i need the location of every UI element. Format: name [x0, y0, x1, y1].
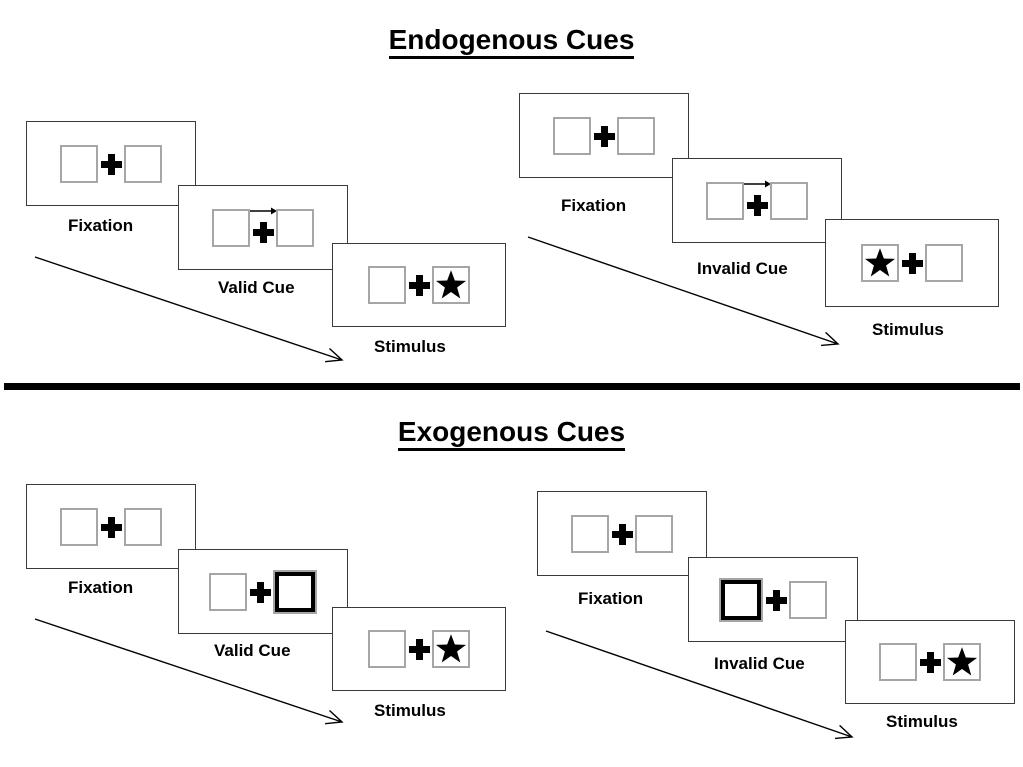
exogenous-title-text: Exogenous Cues: [397, 416, 626, 451]
cued-target-box-left: [719, 577, 763, 622]
exogenous-section-title: Exogenous Cues: [0, 416, 1023, 451]
fixation-cross-icon: [899, 244, 925, 282]
fixation-cross-icon: [763, 581, 789, 619]
panel-caption-exo-invalid-0: Fixation: [578, 589, 644, 608]
trial-panel-endo-invalid-0: [519, 93, 689, 178]
target-box-right: [124, 507, 162, 546]
trial-panel-endo-invalid-2: [825, 219, 999, 307]
star-icon: [864, 248, 896, 277]
fixation-cross-icon: [250, 207, 277, 247]
fixation-cross-icon: [406, 266, 432, 304]
trial-panel-endo-valid-2: [332, 243, 506, 327]
section-divider: [4, 383, 1020, 390]
fixation-cross-icon: [591, 117, 617, 155]
panel-content: [861, 244, 963, 282]
target-box-left: [706, 181, 744, 220]
star-icon: [435, 270, 467, 299]
target-box-right: [635, 514, 673, 553]
panel-caption-exo-invalid-2: Stimulus: [886, 712, 958, 731]
target-box-left: [60, 144, 98, 183]
target-box-left: [861, 244, 899, 282]
trial-panel-exo-valid-2: [332, 607, 506, 691]
panel-content: [209, 569, 317, 614]
panel-content: [706, 180, 808, 220]
panel-caption-endo-valid-2: Stimulus: [374, 337, 446, 356]
target-box-right: [943, 643, 981, 681]
trial-panel-endo-valid-0: [26, 121, 196, 206]
fixation-cross-icon: [917, 643, 943, 681]
panel-caption-exo-valid-2: Stimulus: [374, 701, 446, 720]
endogenous-section-title: Endogenous Cues: [0, 24, 1023, 59]
cue-arrow-right-icon: [744, 180, 771, 187]
panel-caption-exo-valid-0: Fixation: [68, 578, 134, 597]
panel-content: [368, 630, 470, 668]
target-box-right: [124, 144, 162, 183]
fixation-cross-icon: [609, 515, 635, 553]
star-icon: [435, 634, 467, 663]
endogenous-title-text: Endogenous Cues: [388, 24, 635, 59]
target-box-right: [789, 580, 827, 619]
trial-panel-endo-invalid-1: [672, 158, 842, 243]
panel-content: [719, 577, 827, 622]
target-box-left: [553, 116, 591, 155]
panel-content: [60, 144, 162, 183]
panel-content: [60, 507, 162, 546]
trial-panel-endo-valid-1: [178, 185, 348, 270]
panel-content: [368, 266, 470, 304]
panel-caption-endo-valid-1: Valid Cue: [218, 278, 295, 297]
target-box-left: [368, 630, 406, 668]
fixation-cross-icon: [744, 180, 771, 220]
trial-panel-exo-invalid-1: [688, 557, 858, 642]
target-box-left: [209, 572, 247, 611]
cued-target-box-right: [273, 569, 317, 614]
panel-content: [553, 116, 655, 155]
target-box-left: [571, 514, 609, 553]
target-box-right: [276, 208, 314, 247]
fixation-cross-icon: [406, 630, 432, 668]
panel-content: [879, 643, 981, 681]
target-box-right: [617, 116, 655, 155]
panel-content: [571, 514, 673, 553]
panel-caption-exo-valid-1: Valid Cue: [214, 641, 291, 660]
panel-caption-endo-valid-0: Fixation: [68, 216, 134, 235]
target-box-right: [925, 244, 963, 282]
target-box-right: [432, 630, 470, 668]
target-box-left: [60, 507, 98, 546]
trial-panel-exo-valid-1: [178, 549, 348, 634]
star-icon: [946, 647, 978, 676]
fixation-cross-icon: [98, 145, 124, 183]
panel-content: [212, 207, 314, 247]
time-progression-arrow-endo-right: [527, 236, 840, 347]
target-box-right: [432, 266, 470, 304]
trial-panel-exo-invalid-0: [537, 491, 707, 576]
target-box-left: [879, 643, 917, 681]
trial-panel-exo-valid-0: [26, 484, 196, 569]
panel-caption-exo-invalid-1: Invalid Cue: [714, 654, 805, 673]
cue-arrow-right-icon: [250, 207, 277, 214]
target-box-left: [212, 208, 250, 247]
panel-caption-endo-invalid-0: Fixation: [561, 196, 627, 215]
panel-caption-endo-invalid-1: Invalid Cue: [697, 259, 788, 278]
fixation-cross-icon: [247, 573, 273, 611]
target-box-right: [770, 181, 808, 220]
trial-panel-exo-invalid-2: [845, 620, 1015, 704]
panel-caption-endo-invalid-2: Stimulus: [872, 320, 944, 339]
target-box-left: [368, 266, 406, 304]
fixation-cross-icon: [98, 508, 124, 546]
